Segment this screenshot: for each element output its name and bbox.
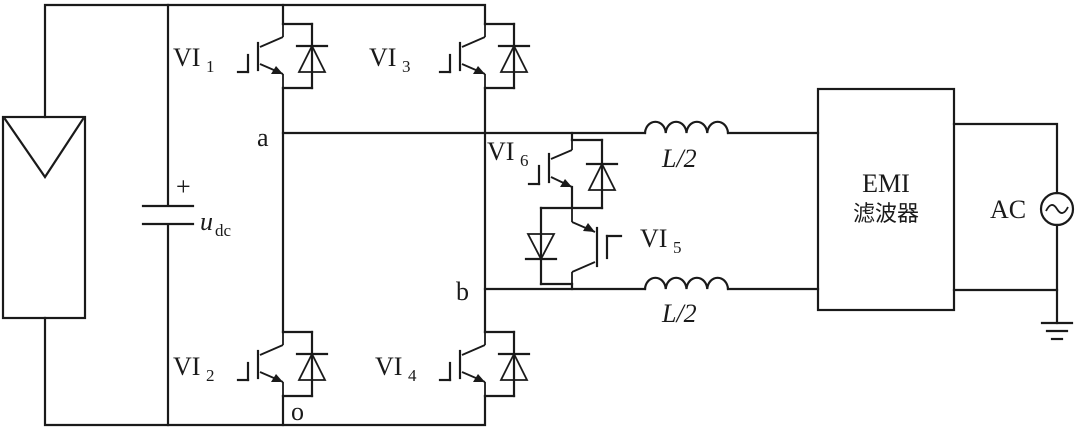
inductor-top xyxy=(643,120,730,135)
vi4-subscript: 4 xyxy=(408,366,417,385)
node-o-label: o xyxy=(291,397,304,426)
node-a-label: a xyxy=(257,123,269,152)
vi3-label: VI xyxy=(369,43,396,72)
udc-label: u xyxy=(200,207,213,236)
emi-filter-label-cn: 滤波器 xyxy=(853,202,919,227)
vi3-subscript: 3 xyxy=(402,57,411,76)
vi6-label: VI xyxy=(487,137,514,166)
vi1-subscript: 1 xyxy=(206,57,215,76)
node-b-label: b xyxy=(456,277,469,306)
vi2-label: VI xyxy=(173,352,200,381)
igbt-vi2 xyxy=(236,330,329,398)
emi-filter-label: EMI xyxy=(862,169,910,198)
vi4-label: VI xyxy=(375,352,402,381)
vi1-label: VI xyxy=(173,43,200,72)
ac-source xyxy=(1039,191,1075,227)
output-wiring xyxy=(281,131,820,291)
ac-output-wiring xyxy=(952,122,1059,325)
vi5-subscript: 5 xyxy=(673,238,682,257)
vi6-subscript: 6 xyxy=(520,151,529,170)
ac-label: AC xyxy=(990,195,1026,224)
igbt-vi4 xyxy=(438,330,531,398)
pv-panel xyxy=(1,115,87,320)
inductor-bottom-label: L/2 xyxy=(661,299,697,328)
dc-bus-wiring xyxy=(43,3,487,427)
emi-filter-box xyxy=(816,87,956,312)
udc-subscript: dc xyxy=(215,221,232,240)
igbt-vi1 xyxy=(236,22,329,90)
inductor-top-label: L/2 xyxy=(661,144,697,173)
igbt-vi3 xyxy=(438,22,531,90)
vi5-label: VI xyxy=(640,224,667,253)
bidirectional-switch xyxy=(524,131,623,291)
inductor-bottom xyxy=(643,276,730,291)
vi2-subscript: 2 xyxy=(206,366,215,385)
ground-icon xyxy=(1040,321,1074,341)
dc-link-capacitor xyxy=(141,204,195,226)
capacitor-plus-sign: + xyxy=(176,172,191,201)
